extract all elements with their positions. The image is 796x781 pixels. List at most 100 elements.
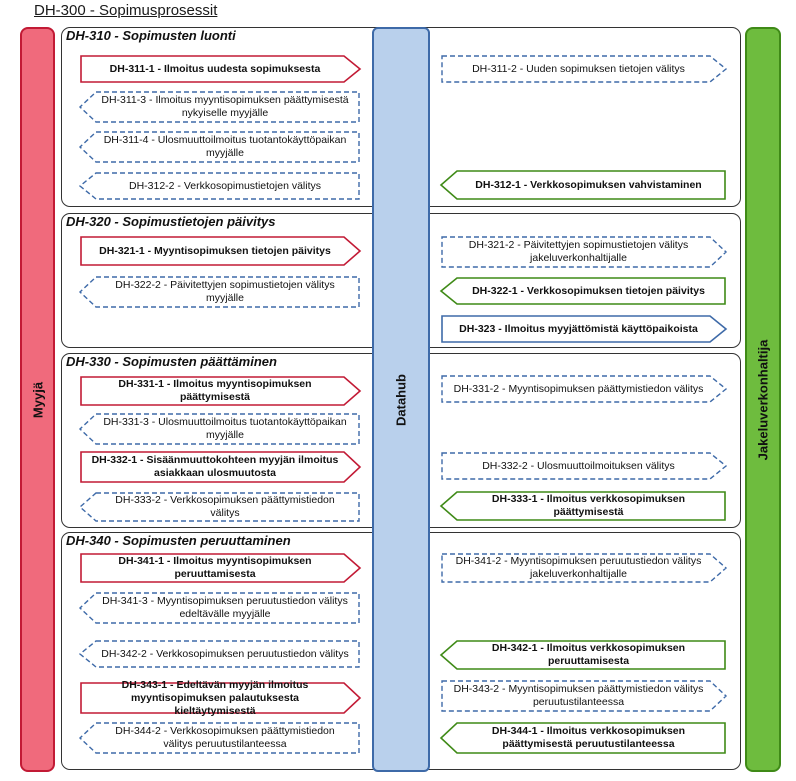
process-arrow-shape [441, 680, 728, 712]
process-label: DH-312-2 - Verkkosopimustietojen välitys [129, 179, 321, 192]
process-arrow-outline [78, 131, 360, 163]
process-dh-311-3[interactable]: DH-311-3 - Ilmoitus myyntisopimuksen pää… [78, 91, 360, 123]
process-arrow-shape [78, 592, 360, 624]
group-title: DH-310 - Sopimusten luonti [66, 28, 236, 43]
process-label: DH-311-2 - Uuden sopimuksen tietojen väl… [472, 62, 685, 75]
process-dh-331-2[interactable]: DH-331-2 - Myyntisopimuksen päättymistie… [441, 375, 728, 403]
process-label: DH-341-3 - Myyntisopimuksen peruutustied… [102, 595, 348, 620]
process-arrow-shape [441, 553, 728, 583]
process-dh-343-1[interactable]: DH-343-1 - Edeltävän myyjän ilmoitus myy… [80, 678, 362, 717]
process-label: DH-333-1 - Ilmoitus verkkosopimuksen pää… [491, 493, 686, 518]
lane-grid-operator: Jakeluverkonhaltija [745, 27, 781, 772]
process-label: DH-332-1 - Sisäänmuuttokohteen myyjän il… [91, 454, 339, 479]
process-arrow-outline [439, 722, 726, 754]
process-arrow-shape [441, 55, 728, 83]
process-dh-333-2[interactable]: DH-333-2 - Verkkosopimuksen päättymistie… [78, 492, 360, 522]
process-arrow-shape [439, 491, 726, 521]
process-label: DH-323 - Ilmoitus myyjättömistä käyttöpa… [459, 322, 698, 335]
process-label: DH-321-1 - Myyntisopimuksen tietojen päi… [99, 244, 331, 257]
process-arrow-outline [439, 640, 726, 670]
process-arrow-outline [80, 553, 362, 583]
process-label: DH-311-1 - Ilmoitus uudesta sopimuksesta [109, 62, 321, 75]
process-arrow-outline [80, 451, 362, 483]
process-dh-311-1[interactable]: DH-311-1 - Ilmoitus uudesta sopimuksesta [80, 55, 362, 83]
process-arrow-outline [80, 682, 362, 714]
process-label: DH-331-2 - Myyntisopimuksen päättymistie… [453, 382, 704, 395]
process-arrow-shape [439, 277, 726, 305]
process-label: DH-312-1 - Verkkosopimuksen vahvistamine… [475, 178, 702, 191]
process-label: DH-331-3 - Ulosmuuttoilmoitus tuotantokä… [103, 416, 347, 441]
process-arrow-outline [439, 277, 726, 305]
process-arrow-outline [78, 722, 360, 754]
process-arrow-outline [78, 492, 360, 522]
process-label: DH-332-2 - Ulosmuuttoilmoituksen välitys [482, 459, 675, 472]
process-label: DH-311-4 - Ulosmuuttoilmoitus tuotantokä… [103, 134, 347, 159]
process-dh-323[interactable]: DH-323 - Ilmoitus myyjättömistä käyttöpa… [441, 315, 728, 343]
process-dh-333-1[interactable]: DH-333-1 - Ilmoitus verkkosopimuksen pää… [439, 491, 726, 521]
process-arrow-outline [441, 315, 728, 343]
process-arrow-shape [439, 640, 726, 670]
process-label: DH-333-2 - Verkkosopimuksen päättymistie… [115, 494, 335, 519]
process-dh-321-1[interactable]: DH-321-1 - Myyntisopimuksen tietojen päi… [80, 236, 362, 266]
process-dh-321-2[interactable]: DH-321-2 - Päivitettyjen sopimustietojen… [441, 236, 728, 268]
process-label: DH-344-1 - Ilmoitus verkkosopimuksen pää… [491, 725, 686, 750]
process-dh-332-2[interactable]: DH-332-2 - Ulosmuuttoilmoituksen välitys [441, 452, 728, 480]
process-arrow-outline [78, 640, 360, 668]
process-label: DH-341-2 - Myyntisopimuksen peruutustied… [455, 555, 702, 580]
process-label: DH-311-3 - Ilmoitus myyntisopimuksen pää… [101, 94, 349, 119]
process-arrow-shape [78, 131, 360, 163]
process-dh-331-3[interactable]: DH-331-3 - Ulosmuuttoilmoitus tuotantokä… [78, 413, 360, 445]
process-dh-311-4[interactable]: DH-311-4 - Ulosmuuttoilmoitus tuotantokä… [78, 131, 360, 163]
process-dh-312-1[interactable]: DH-312-1 - Verkkosopimuksen vahvistamine… [439, 170, 726, 200]
lane-seller: Myyjä [20, 27, 55, 772]
process-dh-344-2[interactable]: DH-344-2 - Verkkosopimuksen päättymistie… [78, 722, 360, 754]
process-dh-342-2[interactable]: DH-342-2 - Verkkosopimuksen peruutustied… [78, 640, 360, 668]
process-dh-341-3[interactable]: DH-341-3 - Myyntisopimuksen peruutustied… [78, 592, 360, 624]
process-arrow-shape [80, 451, 362, 483]
process-arrow-outline [78, 413, 360, 445]
process-label: DH-342-1 - Ilmoitus verkkosopimuksen per… [491, 642, 686, 667]
process-arrow-outline [441, 55, 728, 83]
process-arrow-shape [78, 276, 360, 308]
process-dh-322-1[interactable]: DH-322-1 - Verkkosopimuksen tietojen päi… [439, 277, 726, 305]
process-label: DH-322-1 - Verkkosopimuksen tietojen päi… [472, 284, 705, 297]
process-dh-344-1[interactable]: DH-344-1 - Ilmoitus verkkosopimuksen pää… [439, 722, 726, 754]
process-arrow-shape [80, 236, 362, 266]
process-label: DH-342-2 - Verkkosopimuksen peruutustied… [101, 647, 349, 660]
group-title: DH-340 - Sopimusten peruuttaminen [66, 533, 291, 548]
process-label: DH-343-2 - Myyntisopimuksen päättymistie… [453, 683, 704, 708]
process-arrow-shape [439, 170, 726, 200]
process-dh-331-1[interactable]: DH-331-1 - Ilmoitus myyntisopimuksen pää… [80, 376, 362, 406]
process-arrow-outline [441, 236, 728, 268]
process-dh-343-2[interactable]: DH-343-2 - Myyntisopimuksen päättymistie… [441, 680, 728, 712]
lane-grid-operator-label: Jakeluverkonhaltija [755, 339, 771, 460]
process-arrow-shape [80, 55, 362, 83]
process-arrow-shape [80, 553, 362, 583]
process-dh-322-2[interactable]: DH-322-2 - Päivitettyjen sopimustietojen… [78, 276, 360, 308]
process-arrow-outline [78, 172, 360, 200]
process-arrow-shape [439, 722, 726, 754]
process-dh-342-1[interactable]: DH-342-1 - Ilmoitus verkkosopimuksen per… [439, 640, 726, 670]
process-arrow-shape [80, 682, 362, 714]
process-arrow-outline [80, 55, 362, 83]
process-label: DH-344-2 - Verkkosopimuksen päättymistie… [115, 725, 335, 750]
process-label: DH-343-1 - Edeltävän myyjän ilmoitus myy… [121, 678, 309, 717]
process-arrow-outline [441, 680, 728, 712]
group-title: DH-330 - Sopimusten päättäminen [66, 354, 277, 369]
process-arrow-outline [80, 376, 362, 406]
process-arrow-outline [78, 592, 360, 624]
process-dh-341-2[interactable]: DH-341-2 - Myyntisopimuksen peruutustied… [441, 553, 728, 583]
process-arrow-shape [441, 375, 728, 403]
process-arrow-shape [78, 172, 360, 200]
process-arrow-outline [441, 375, 728, 403]
process-dh-312-2[interactable]: DH-312-2 - Verkkosopimustietojen välitys [78, 172, 360, 200]
process-dh-332-1[interactable]: DH-332-1 - Sisäänmuuttokohteen myyjän il… [80, 451, 362, 483]
diagram-title: DH-300 - Sopimusprosessit [34, 2, 218, 19]
process-dh-311-2[interactable]: DH-311-2 - Uuden sopimuksen tietojen väl… [441, 55, 728, 83]
process-label: DH-322-2 - Päivitettyjen sopimustietojen… [115, 279, 335, 304]
process-arrow-outline [441, 553, 728, 583]
process-arrow-outline [78, 276, 360, 308]
process-dh-341-1[interactable]: DH-341-1 - Ilmoitus myyntisopimuksen per… [80, 553, 362, 583]
process-arrow-shape [78, 640, 360, 668]
process-arrow-outline [439, 170, 726, 200]
